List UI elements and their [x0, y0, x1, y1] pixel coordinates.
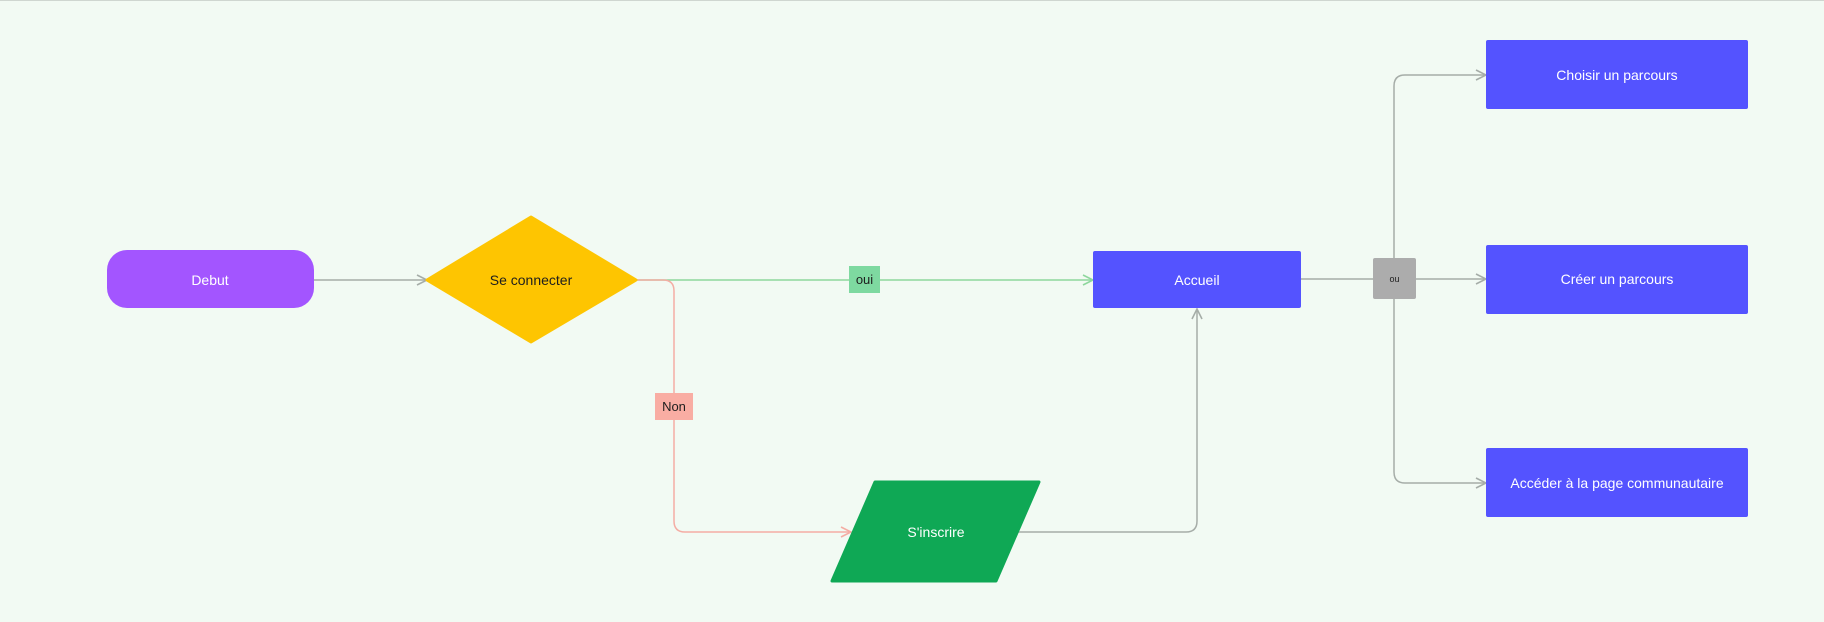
node-creer-label: Créer un parcours: [1561, 271, 1674, 287]
node-se-connecter-label: Se connecter: [490, 272, 573, 288]
node-choisir-un-parcours[interactable]: Choisir un parcours: [1486, 40, 1748, 109]
edge-label-oui-text: oui: [856, 272, 873, 287]
node-sinscrire-label: S'inscrire: [907, 524, 964, 540]
node-se-connecter[interactable]: Se connecter: [425, 215, 638, 344]
node-debut-label: Debut: [191, 272, 228, 288]
edge-ou-to-choisir: [1393, 75, 1486, 259]
edge-label-oui[interactable]: oui: [849, 266, 880, 293]
edge-label-non[interactable]: Non: [655, 393, 693, 420]
node-acceder-label: Accéder à la page communautaire: [1510, 475, 1723, 491]
node-debut[interactable]: Debut: [107, 250, 314, 308]
node-accueil-label: Accueil: [1174, 272, 1219, 288]
edge-ou-to-acceder: [1393, 298, 1486, 483]
edge-sinscrire-to-accueil: [1018, 309, 1197, 533]
node-choisir-label: Choisir un parcours: [1556, 67, 1677, 83]
edge-label-ou-text: ou: [1389, 274, 1399, 284]
edge-label-non-text: Non: [662, 399, 686, 414]
node-acceder-page-communautaire[interactable]: Accéder à la page communautaire: [1486, 448, 1748, 517]
node-creer-un-parcours[interactable]: Créer un parcours: [1486, 245, 1748, 314]
edge-label-ou[interactable]: ou: [1373, 258, 1416, 299]
node-accueil[interactable]: Accueil: [1093, 251, 1301, 308]
node-sinscrire[interactable]: S'inscrire: [830, 480, 1041, 583]
